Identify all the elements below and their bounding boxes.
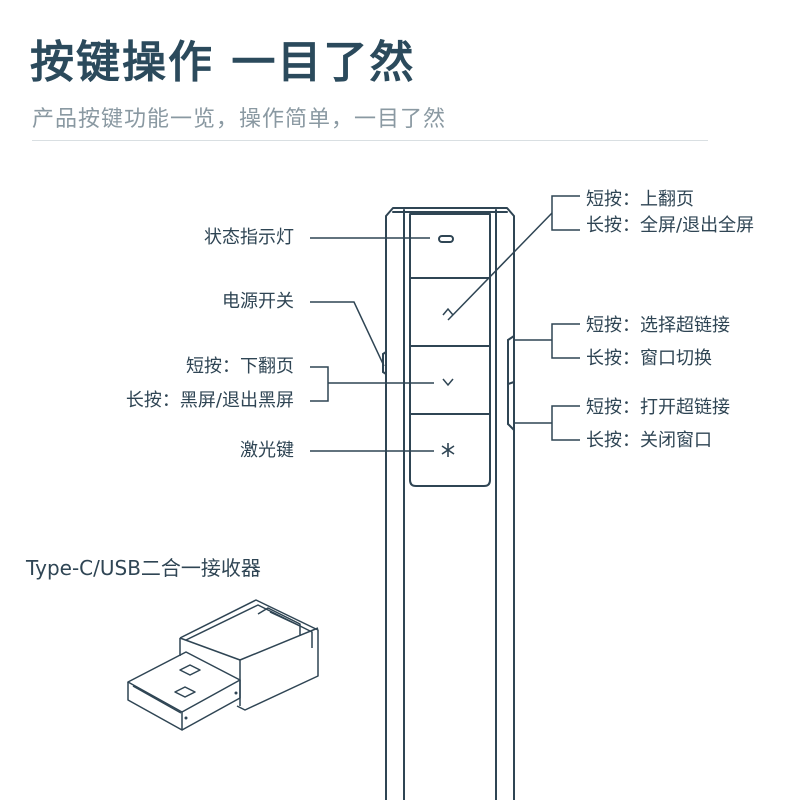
header-divider — [32, 140, 708, 141]
label-down-short: 短按：下翻页 — [186, 356, 294, 377]
label-status-indicator: 状态指示灯 — [204, 227, 294, 248]
label-side2-long: 长按：关闭窗口 — [586, 430, 712, 451]
usb-receiver-icon — [127, 599, 319, 731]
page-title: 按键操作 一目了然 — [30, 37, 416, 88]
label-side1-long: 长按：窗口切换 — [586, 348, 712, 369]
label-laser: 激光键 — [240, 440, 294, 461]
label-up-short: 短按：上翻页 — [586, 189, 694, 210]
chevron-up-icon — [442, 307, 454, 316]
presenter-body — [382, 207, 515, 800]
label-side2-short: 短按：打开超链接 — [586, 397, 730, 418]
label-up-long: 长按：全屏/退出全屏 — [586, 215, 755, 236]
indicator-led-icon — [438, 235, 454, 243]
label-power-switch: 电源开关 — [222, 291, 294, 312]
label-down-long: 长按：黑屏/退出黑屏 — [125, 390, 294, 411]
chevron-down-icon — [442, 378, 454, 387]
laser-asterisk-icon — [441, 443, 455, 457]
page-subtitle: 产品按键功能一览，操作简单，一目了然 — [32, 107, 447, 132]
label-side1-short: 短按：选择超链接 — [586, 315, 730, 336]
receiver-label: Type-C/USB二合一接收器 — [26, 556, 261, 580]
leader-lines — [310, 195, 580, 452]
button-panel — [409, 213, 491, 487]
